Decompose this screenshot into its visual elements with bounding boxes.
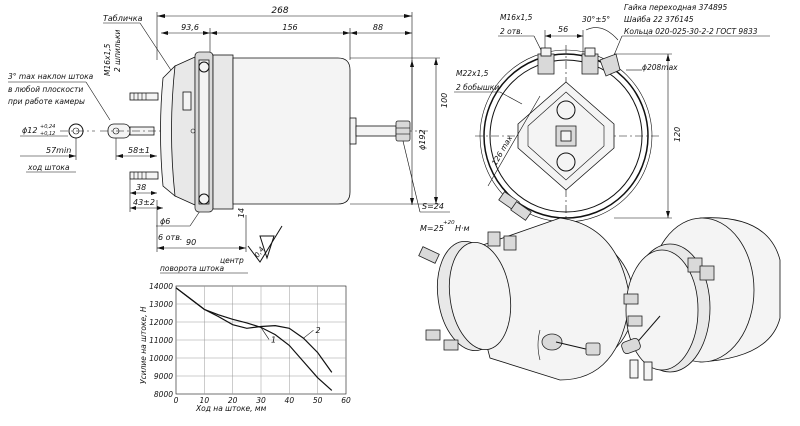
side-view: 268 93,6 156 88 Табличка M16x1,5 2 шпиль… bbox=[8, 6, 470, 274]
isometric-view-front bbox=[418, 217, 635, 381]
end-holes-count: 2 отв. bbox=[500, 27, 523, 36]
dim-58: 58±1 bbox=[128, 146, 150, 155]
angle-30: 30°±5° bbox=[582, 15, 610, 24]
dim-93-6: 93,6 bbox=[181, 23, 199, 32]
isometric-view-rear bbox=[621, 217, 781, 381]
x-tick-label: 0 bbox=[174, 396, 179, 405]
x-tick-label: 40 bbox=[285, 396, 295, 405]
dim-57min: 57min bbox=[46, 146, 71, 155]
series-label-1: 1 bbox=[271, 335, 276, 344]
note-rod-tilt-2: в любой плоскости bbox=[8, 85, 83, 94]
washer-note: Шайба 22 37б145 bbox=[624, 15, 694, 24]
y-tick-label: 12000 bbox=[149, 318, 173, 327]
y-tick-label: 11000 bbox=[149, 336, 173, 345]
dim-156: 156 bbox=[282, 23, 297, 32]
port-count: 2 бобышки bbox=[456, 83, 499, 92]
diam-208: ϕ208max bbox=[642, 63, 678, 72]
force-stroke-chart: 0 10 20 30 40 50 60 8000 9000 10000 11000 12000 130… bbox=[139, 282, 351, 413]
chart-y-label: Усилие на штоке, Н bbox=[139, 306, 148, 384]
x-tick-label: 60 bbox=[341, 396, 351, 405]
dim-88: 88 bbox=[373, 23, 383, 32]
holes-diameter: ϕ6 bbox=[160, 217, 170, 226]
dim-90: 90 bbox=[186, 238, 196, 247]
x-tick-label: 30 bbox=[256, 396, 266, 405]
end-thread-holes: M16x1,5 bbox=[500, 13, 533, 22]
series-line-2 bbox=[175, 287, 333, 373]
dim-38: 38 bbox=[136, 183, 146, 192]
chart-x-ticks: 0 10 20 30 40 50 60 bbox=[174, 396, 351, 405]
dim-100: 100 bbox=[440, 93, 449, 108]
y-tick-label: 8000 bbox=[154, 390, 173, 399]
x-tick-label: 10 bbox=[200, 396, 210, 405]
dim-43: 43±2 bbox=[133, 198, 155, 207]
series-line-1 bbox=[175, 287, 333, 391]
diam-192: ϕ192 bbox=[418, 129, 427, 150]
chart-y-ticks: 8000 9000 10000 11000 12000 13000 14000 bbox=[149, 282, 173, 399]
stroke-label: ход штока bbox=[27, 163, 70, 172]
label-plate: Табличка bbox=[103, 14, 143, 23]
holes-count: 6 отв. bbox=[158, 233, 182, 242]
wrench-size: S=24 bbox=[422, 202, 444, 211]
center-label-2: поворота штока bbox=[160, 264, 225, 273]
dim-56: 56 bbox=[558, 25, 568, 34]
x-tick-label: 50 bbox=[313, 396, 323, 405]
torque-unit: Н·м bbox=[455, 224, 470, 233]
center-label-1: центр bbox=[220, 256, 244, 265]
dim-120: 120 bbox=[673, 127, 682, 142]
x-tick-label: 20 bbox=[228, 396, 238, 405]
note-rod-tilt-1: 3° max наклон штока bbox=[8, 72, 94, 81]
nut-note: Гайка переходная 374895 bbox=[624, 3, 728, 12]
series-leader-2 bbox=[303, 329, 314, 339]
note-rod-tilt-3: при работе камеры bbox=[8, 97, 85, 106]
end-view: Гайка переходная 374895 Шайба 22 37б145 … bbox=[454, 3, 770, 228]
chart-series: 12 bbox=[175, 287, 333, 391]
chart-x-label: Ход на штоке, мм bbox=[195, 404, 267, 413]
y-tick-label: 10000 bbox=[149, 354, 173, 363]
chart-grid bbox=[176, 286, 346, 394]
dim-14: 14 bbox=[237, 208, 246, 218]
rod-tol-lower: +0,12 bbox=[40, 131, 55, 137]
torque-prefix: M=25 bbox=[420, 224, 444, 233]
y-tick-label: 9000 bbox=[154, 372, 173, 381]
y-tick-label: 14000 bbox=[149, 282, 173, 291]
rod-tol-upper: +0,24 bbox=[40, 124, 55, 130]
series-leader-1 bbox=[260, 327, 270, 340]
studs-thread: M16x1,5 bbox=[103, 43, 112, 76]
rod-diameter: ϕ12 bbox=[22, 126, 37, 135]
dim-overall-length: 268 bbox=[271, 6, 288, 16]
port-thread: M22x1,5 bbox=[456, 69, 489, 78]
studs-count: 2 шпильки bbox=[113, 29, 122, 72]
ring-note: Кольца 020-025-30-2-2 ГОСТ 9833 bbox=[624, 27, 758, 36]
torque-tol: +20 bbox=[443, 220, 455, 226]
y-tick-label: 13000 bbox=[149, 300, 173, 309]
series-label-2: 2 bbox=[316, 326, 321, 335]
